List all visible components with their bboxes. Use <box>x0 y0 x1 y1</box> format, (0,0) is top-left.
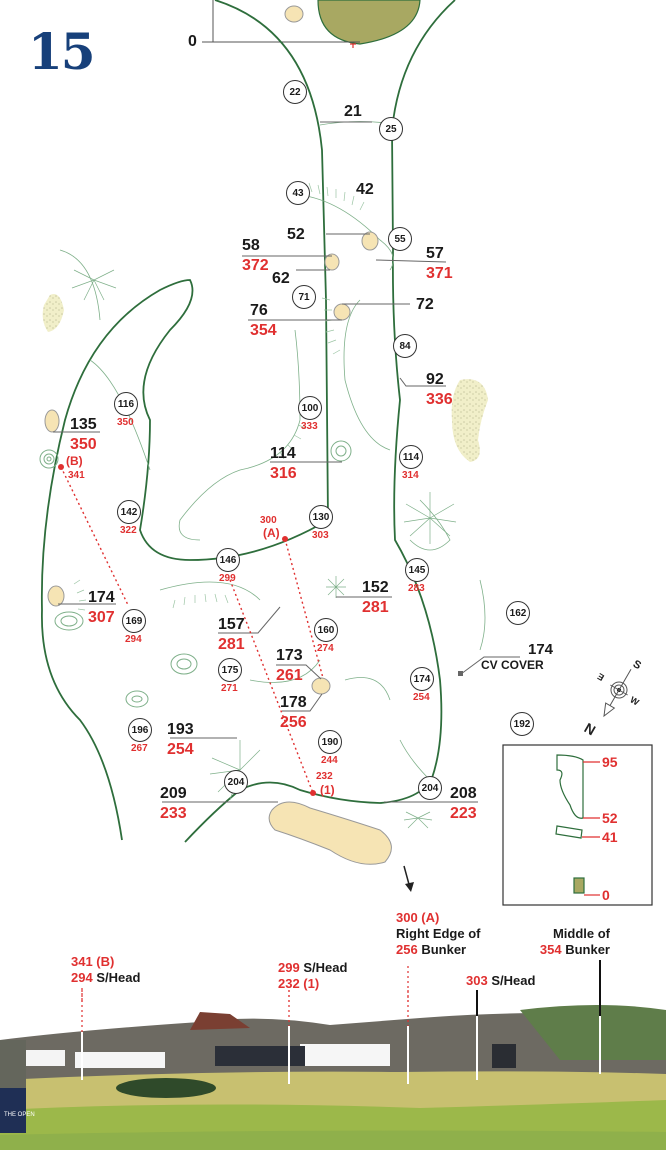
target-yardage: 232 <box>316 771 333 782</box>
yardage-to-green-209: 233 <box>160 805 187 822</box>
target-yardage: 341 <box>68 470 85 481</box>
cv-cover-label: CV COVER <box>481 658 544 672</box>
target-code: (1) <box>320 783 335 797</box>
yardage-label-209: 209 <box>160 785 187 802</box>
yardage-to-green-193: 254 <box>167 741 194 758</box>
inset-label-52: 52 <box>602 810 618 826</box>
yardage-label-157: 157 <box>218 616 245 633</box>
sprinkler-marker: 162 <box>506 601 530 625</box>
sprinkler-marker-yardage: 267 <box>131 743 148 754</box>
sprinkler-marker: 204 <box>418 776 442 800</box>
sprinkler-marker-yardage: 283 <box>408 583 425 594</box>
caption-303: 303 S/Head <box>466 973 536 988</box>
sprinkler-marker-yardage: 274 <box>317 643 334 654</box>
yardage-label-174: 174 <box>88 589 115 606</box>
target-code: (A) <box>263 526 280 540</box>
sprinkler-marker: 142 <box>117 500 141 524</box>
target-yardage: 300 <box>260 515 277 526</box>
sprinkler-marker: 84 <box>393 334 417 358</box>
sprinkler-marker: 192 <box>510 712 534 736</box>
sprinkler-marker: 43 <box>286 181 310 205</box>
sprinkler-marker-yardage: 299 <box>219 573 236 584</box>
yardage-to-green-174: 307 <box>88 609 115 626</box>
sprinkler-marker: 174 <box>410 667 434 691</box>
yardage-label-135: 135 <box>70 416 97 433</box>
yardage-to-green-58: 372 <box>242 257 269 274</box>
sprinkler-marker: 196 <box>128 718 152 742</box>
sprinkler-marker: 145 <box>405 558 429 582</box>
course-diagram <box>39 0 653 906</box>
yardage-label-114: 114 <box>270 445 296 462</box>
sprinkler-marker-yardage: 333 <box>301 421 318 432</box>
yardage-label-58: 58 <box>242 237 260 254</box>
sprinkler-marker-yardage: 350 <box>117 417 134 428</box>
course-photo: THE OPEN <box>0 1000 666 1150</box>
sprinkler-marker: 100 <box>298 396 322 420</box>
yardage-to-green-152: 281 <box>362 599 389 616</box>
sprinkler-marker-yardage: 314 <box>402 470 419 481</box>
caption-354: Middle of 354 Bunker <box>539 926 610 957</box>
tee-yardage: 0 <box>188 33 197 50</box>
yardage-label-208: 208 <box>450 785 477 802</box>
sprinkler-marker: 114 <box>399 445 423 469</box>
sprinkler-marker: 71 <box>292 285 316 309</box>
yardage-label-42: 42 <box>356 181 374 198</box>
yardage-to-green-208: 223 <box>450 805 477 822</box>
yardage-to-green-92: 336 <box>426 391 453 408</box>
sprinkler-marker: 190 <box>318 730 342 754</box>
sprinkler-marker: 175 <box>218 658 242 682</box>
inset-label-0: 0 <box>602 887 610 903</box>
inset-label-41: 41 <box>602 829 618 845</box>
caption-b: 341 (B) 294 S/Head <box>71 954 141 985</box>
yardage-label-152: 152 <box>362 579 389 596</box>
green-inset-diagram <box>502 744 653 906</box>
yardage-label-21: 21 <box>344 103 362 120</box>
sprinkler-marker: 55 <box>388 227 412 251</box>
yardage-to-green-57: 371 <box>426 265 453 282</box>
yardage-label-52: 52 <box>287 226 305 243</box>
sprinkler-marker: 130 <box>309 505 333 529</box>
yardage-label-193: 193 <box>167 721 194 738</box>
sprinkler-marker: 146 <box>216 548 240 572</box>
yardage-label-62: 62 <box>272 270 290 287</box>
sprinkler-marker: 25 <box>379 117 403 141</box>
open-sign: THE OPEN <box>4 1112 35 1118</box>
yardage-to-green-135: 350 <box>70 436 97 453</box>
yardage-label-92: 92 <box>426 371 444 388</box>
inset-label-95: 95 <box>602 754 618 770</box>
cv-cover-yardage: 174 <box>528 641 554 658</box>
yardage-to-green-173: 261 <box>276 667 303 684</box>
sprinkler-marker-yardage: 271 <box>221 683 238 694</box>
yardage-to-green-157: 281 <box>218 636 245 653</box>
yardage-label-173: 173 <box>276 647 303 664</box>
caption-a: 300 (A) Right Edge of 256 Bunker <box>396 910 481 957</box>
sprinkler-marker-yardage: 244 <box>321 755 338 766</box>
sprinkler-marker: 204 <box>224 770 248 794</box>
yardage-label-178: 178 <box>280 694 307 711</box>
sprinkler-marker-yardage: 294 <box>125 634 142 645</box>
sprinkler-marker: 160 <box>314 618 338 642</box>
yardage-label-72: 72 <box>416 296 434 313</box>
yardage-label-57: 57 <box>426 245 444 262</box>
yardage-label-76: 76 <box>250 302 268 319</box>
target-code: (B) <box>66 454 83 468</box>
yardage-to-green-178: 256 <box>280 714 307 731</box>
sprinkler-marker: 169 <box>122 609 146 633</box>
sprinkler-marker-yardage: 303 <box>312 530 329 541</box>
hole-number: 15 <box>28 22 96 81</box>
sprinkler-marker-yardage: 254 <box>413 692 430 703</box>
sprinkler-marker: 116 <box>114 392 138 416</box>
yardage-to-green-76: 354 <box>250 322 277 339</box>
sprinkler-marker-yardage: 322 <box>120 525 137 536</box>
caption-299: 299 S/Head 232 (1) <box>278 960 348 991</box>
sprinkler-marker: 22 <box>283 80 307 104</box>
compass-icon <box>603 668 632 718</box>
yardage-to-green-114: 316 <box>270 465 297 482</box>
